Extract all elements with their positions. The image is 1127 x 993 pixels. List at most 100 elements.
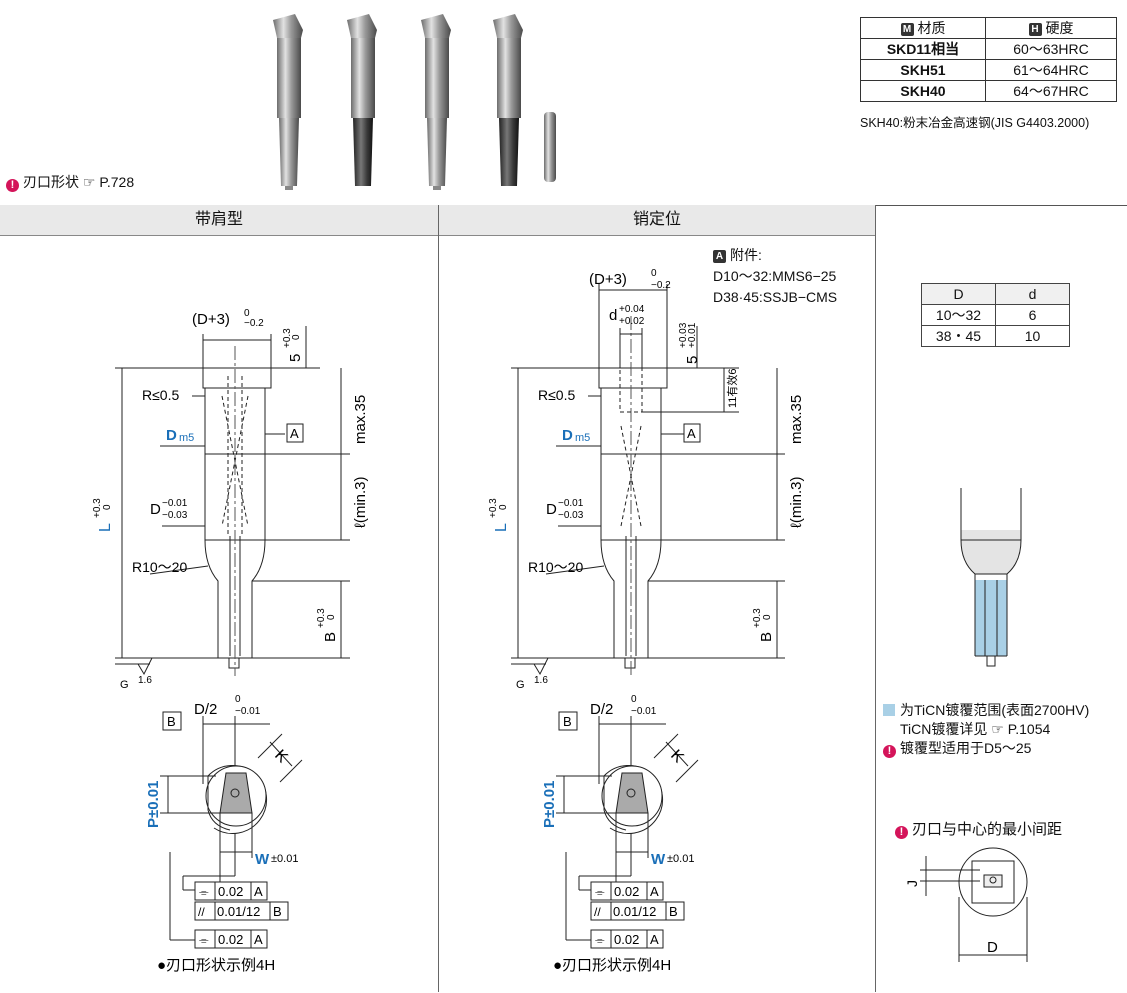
svg-text:G: G <box>120 679 129 691</box>
svg-text:11有效6: 11有效6 <box>725 368 739 408</box>
example-caption: ●刃口形状示例4H <box>553 957 671 974</box>
svg-text:0.02: 0.02 <box>614 932 639 947</box>
svg-text:−0.01: −0.01 <box>162 498 188 509</box>
svg-text:B: B <box>758 632 775 642</box>
svg-text://: // <box>198 905 205 919</box>
example-caption: ●刃口形状示例4H <box>157 957 275 974</box>
pin-photo <box>544 112 556 182</box>
svg-text:B: B <box>167 714 176 729</box>
min-distance-diagram: J D <box>904 847 1028 962</box>
svg-text:0.01/12: 0.01/12 <box>217 904 260 919</box>
svg-text:P±0.01: P±0.01 <box>541 781 558 828</box>
svg-text:+0.01: +0.01 <box>687 322 698 348</box>
svg-text:R10～20: R10～20 <box>528 559 583 575</box>
pin-drawing: (D+3) 0 −0.2 d +0.04 +0.02 5 +0.03 +0.01… <box>488 268 805 974</box>
svg-text:+0.04: +0.04 <box>619 304 645 315</box>
svg-text:B: B <box>273 904 282 919</box>
svg-text:0.02: 0.02 <box>614 884 639 899</box>
svg-text:G: G <box>516 679 525 691</box>
svg-text:ℓ(min.3): ℓ(min.3) <box>788 476 805 528</box>
product-photos <box>273 14 556 190</box>
blade-shape-note[interactable]: !刃口形状 ☞ P.728 <box>6 172 134 192</box>
svg-text:A: A <box>290 426 299 441</box>
svg-text:D: D <box>166 427 177 444</box>
svg-text:D: D <box>562 427 573 444</box>
svg-text:W: W <box>651 851 666 868</box>
svg-text:0: 0 <box>326 614 337 620</box>
svg-text:max.35: max.35 <box>788 395 805 444</box>
svg-text:R10～20: R10～20 <box>132 559 187 575</box>
svg-text:A: A <box>687 426 696 441</box>
svg-text:0: 0 <box>631 694 637 705</box>
svg-text:D: D <box>546 501 557 518</box>
svg-text:−0.03: −0.03 <box>162 510 188 521</box>
punch-photo-3 <box>421 14 451 190</box>
svg-text:0: 0 <box>291 334 302 340</box>
coating-swatch <box>883 704 895 716</box>
svg-text:+0.3: +0.3 <box>488 498 499 518</box>
svg-text:B: B <box>322 632 339 642</box>
svg-text:⌯: ⌯ <box>199 933 209 947</box>
svg-text:+0.3: +0.3 <box>752 608 763 628</box>
svg-text:+0.3: +0.3 <box>282 328 293 348</box>
svg-text:⌯: ⌯ <box>595 933 605 947</box>
svg-text:A: A <box>254 884 263 899</box>
svg-text:0: 0 <box>102 504 113 510</box>
svg-text:0: 0 <box>235 694 241 705</box>
header-shoulder: 带肩型 <box>0 205 438 236</box>
svg-text:+0.3: +0.3 <box>92 498 103 518</box>
svg-text:5: 5 <box>684 356 701 364</box>
svg-text:K: K <box>667 747 687 767</box>
divider <box>875 205 876 992</box>
svg-text:ℓ(min.3): ℓ(min.3) <box>352 476 369 528</box>
svg-text:A: A <box>254 932 263 947</box>
svg-text:1.6: 1.6 <box>534 675 548 686</box>
svg-text:L: L <box>493 523 510 532</box>
svg-text:0: 0 <box>244 308 250 319</box>
svg-text:0: 0 <box>498 504 509 510</box>
svg-text:0.02: 0.02 <box>218 932 243 947</box>
svg-text:D: D <box>150 501 161 518</box>
header-pin: 销定位 <box>439 205 875 236</box>
svg-text:K: K <box>271 747 291 767</box>
svg-text:−0.2: −0.2 <box>651 280 671 291</box>
svg-text:D/2: D/2 <box>194 701 217 718</box>
svg-text:±0.01: ±0.01 <box>271 853 298 865</box>
warning-icon: ! <box>6 179 19 192</box>
svg-text:−0.03: −0.03 <box>558 510 584 521</box>
svg-text:+0.03: +0.03 <box>678 322 689 348</box>
coating-note: 为TiCN镀覆范围(表面2700HV) TiCN镀覆详见 ☞ P.1054 !镀… <box>883 701 1089 758</box>
svg-text:⌯: ⌯ <box>595 885 605 899</box>
svg-text:−0.2: −0.2 <box>244 318 264 329</box>
svg-text:(D+3): (D+3) <box>589 271 627 288</box>
svg-text:±0.01: ±0.01 <box>667 853 694 865</box>
divider <box>438 205 439 992</box>
svg-text:⌯: ⌯ <box>199 885 209 899</box>
punch-photo-2 <box>347 14 377 186</box>
svg-text:R≤0.5: R≤0.5 <box>538 387 575 403</box>
svg-text:R≤0.5: R≤0.5 <box>142 387 179 403</box>
svg-text:J: J <box>904 880 920 887</box>
dim-head: (D+3) <box>192 311 230 328</box>
svg-text:+0.3: +0.3 <box>316 608 327 628</box>
svg-text:−0.01: −0.01 <box>558 498 584 509</box>
material-note: SKH40:粉末冶金高速钢(JIS G4403.2000) <box>860 116 1090 130</box>
svg-text:max.35: max.35 <box>352 395 369 444</box>
svg-text:A: A <box>650 932 659 947</box>
svg-text:B: B <box>669 904 678 919</box>
svg-text:m5: m5 <box>575 432 590 444</box>
svg-text:m5: m5 <box>179 432 194 444</box>
warning-icon: ! <box>895 826 908 839</box>
svg-text:−0.01: −0.01 <box>631 706 657 717</box>
svg-text:0.01/12: 0.01/12 <box>613 904 656 919</box>
